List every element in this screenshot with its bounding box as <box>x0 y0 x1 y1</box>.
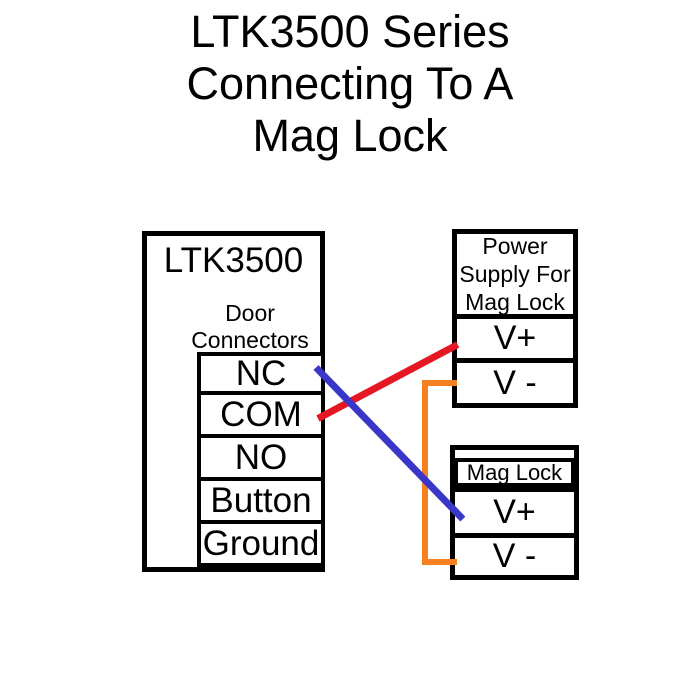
mag-lock-box: Mag Lock V+ V - <box>450 445 579 580</box>
mag-lock-vplus-terminal: V+ <box>450 487 579 538</box>
mag-lock-title: Mag Lock <box>454 458 575 487</box>
terminal-button: Button <box>197 477 325 524</box>
door-connectors-line-2: Connectors <box>191 327 309 353</box>
terminal-no: NO <box>197 434 325 481</box>
power-supply-vminus-terminal: V - <box>452 358 578 408</box>
door-connectors-line-1: Door <box>225 300 275 326</box>
controller-name-label: LTK3500 <box>163 241 304 280</box>
terminal-nc: NC <box>197 352 325 395</box>
diagram-title: LTK3500 Series Connecting To A Mag Lock <box>0 6 700 162</box>
power-supply-vplus-terminal: V+ <box>452 314 578 363</box>
title-line-1: LTK3500 Series <box>190 6 510 57</box>
controller-terminal-block: NC COM NO Button Ground <box>197 352 325 567</box>
mag-lock-vminus-terminal: V - <box>450 533 579 580</box>
power-supply-box: Power Supply For Mag Lock V+ V - <box>452 229 578 408</box>
door-connectors-label: Door Connectors <box>180 300 320 354</box>
power-supply-title-line-3: Mag Lock <box>465 289 565 315</box>
power-supply-title-line-2: Supply For <box>459 261 571 287</box>
power-supply-title: Power Supply For Mag Lock <box>452 229 578 319</box>
mag-lock-header: Mag Lock <box>450 445 579 492</box>
title-line-2: Connecting To A <box>186 58 514 109</box>
power-supply-title-line-1: Power <box>482 233 548 259</box>
orange-wire-psu-vminus-to-maglock-vminus <box>422 380 457 565</box>
terminal-ground: Ground <box>197 520 325 567</box>
title-line-3: Mag Lock <box>252 110 448 161</box>
terminal-com: COM <box>197 391 325 438</box>
